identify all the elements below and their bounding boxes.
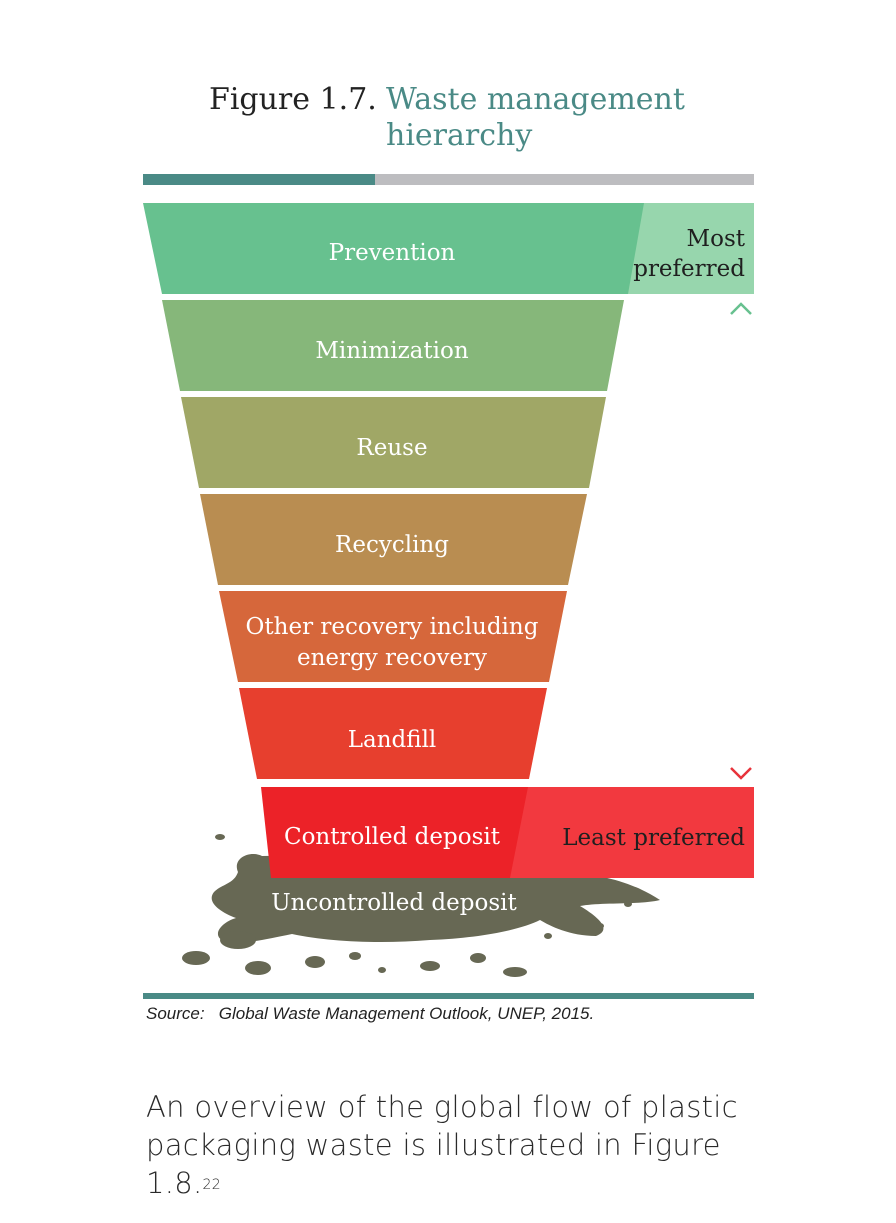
arrow-head-down-icon — [730, 767, 752, 780]
figure-title-line-2: hierarchy — [386, 118, 533, 153]
least-preferred-box — [506, 787, 754, 878]
level-recycling-label: Recycling — [335, 532, 449, 558]
title-rule-accent — [143, 174, 375, 185]
most-preferred-label-line-2: preferred — [633, 256, 745, 282]
level-controlled-deposit-band — [261, 787, 528, 878]
figure-number: Figure 1.7. — [209, 82, 377, 117]
level-prevention-label: Prevention — [329, 240, 456, 266]
level-landfill-band — [239, 688, 547, 779]
most-preferred-box — [627, 203, 754, 294]
level-reuse-band — [181, 397, 606, 488]
figure-title-line-1: Waste management — [386, 82, 685, 117]
level-reuse-label: Reuse — [356, 435, 427, 461]
preference-arrow — [730, 302, 752, 780]
body-text: An overview of the global flow of plasti… — [146, 1090, 738, 1200]
most-preferred-label-line-1: Most — [687, 226, 746, 252]
source-note: Source: Global Waste Management Outlook,… — [146, 1004, 595, 1023]
least-preferred-label: Least preferred — [562, 825, 745, 851]
level-other-recovery-band — [219, 591, 567, 682]
source-rule — [143, 993, 754, 999]
level-minimization-label: Minimization — [315, 338, 469, 364]
title-rule-grey — [375, 174, 754, 185]
level-minimization-band — [162, 300, 624, 391]
level-landfill-label: Landfill — [348, 727, 437, 753]
level-other-recovery-label-line-1: Other recovery including — [246, 614, 539, 640]
level-recycling-band — [200, 494, 587, 585]
footnote-ref: 22 — [202, 1177, 221, 1193]
level-uncontrolled-deposit-label: Uncontrolled deposit — [271, 890, 517, 916]
level-prevention-band — [143, 203, 644, 294]
figure-title: Waste management hierarchy — [386, 82, 685, 154]
level-other-recovery-label-line-2: energy recovery — [297, 645, 487, 671]
arrow-head-up-icon — [730, 302, 752, 315]
body-paragraph: An overview of the global flow of plasti… — [146, 1088, 766, 1202]
level-controlled-deposit-label: Controlled deposit — [284, 824, 501, 850]
